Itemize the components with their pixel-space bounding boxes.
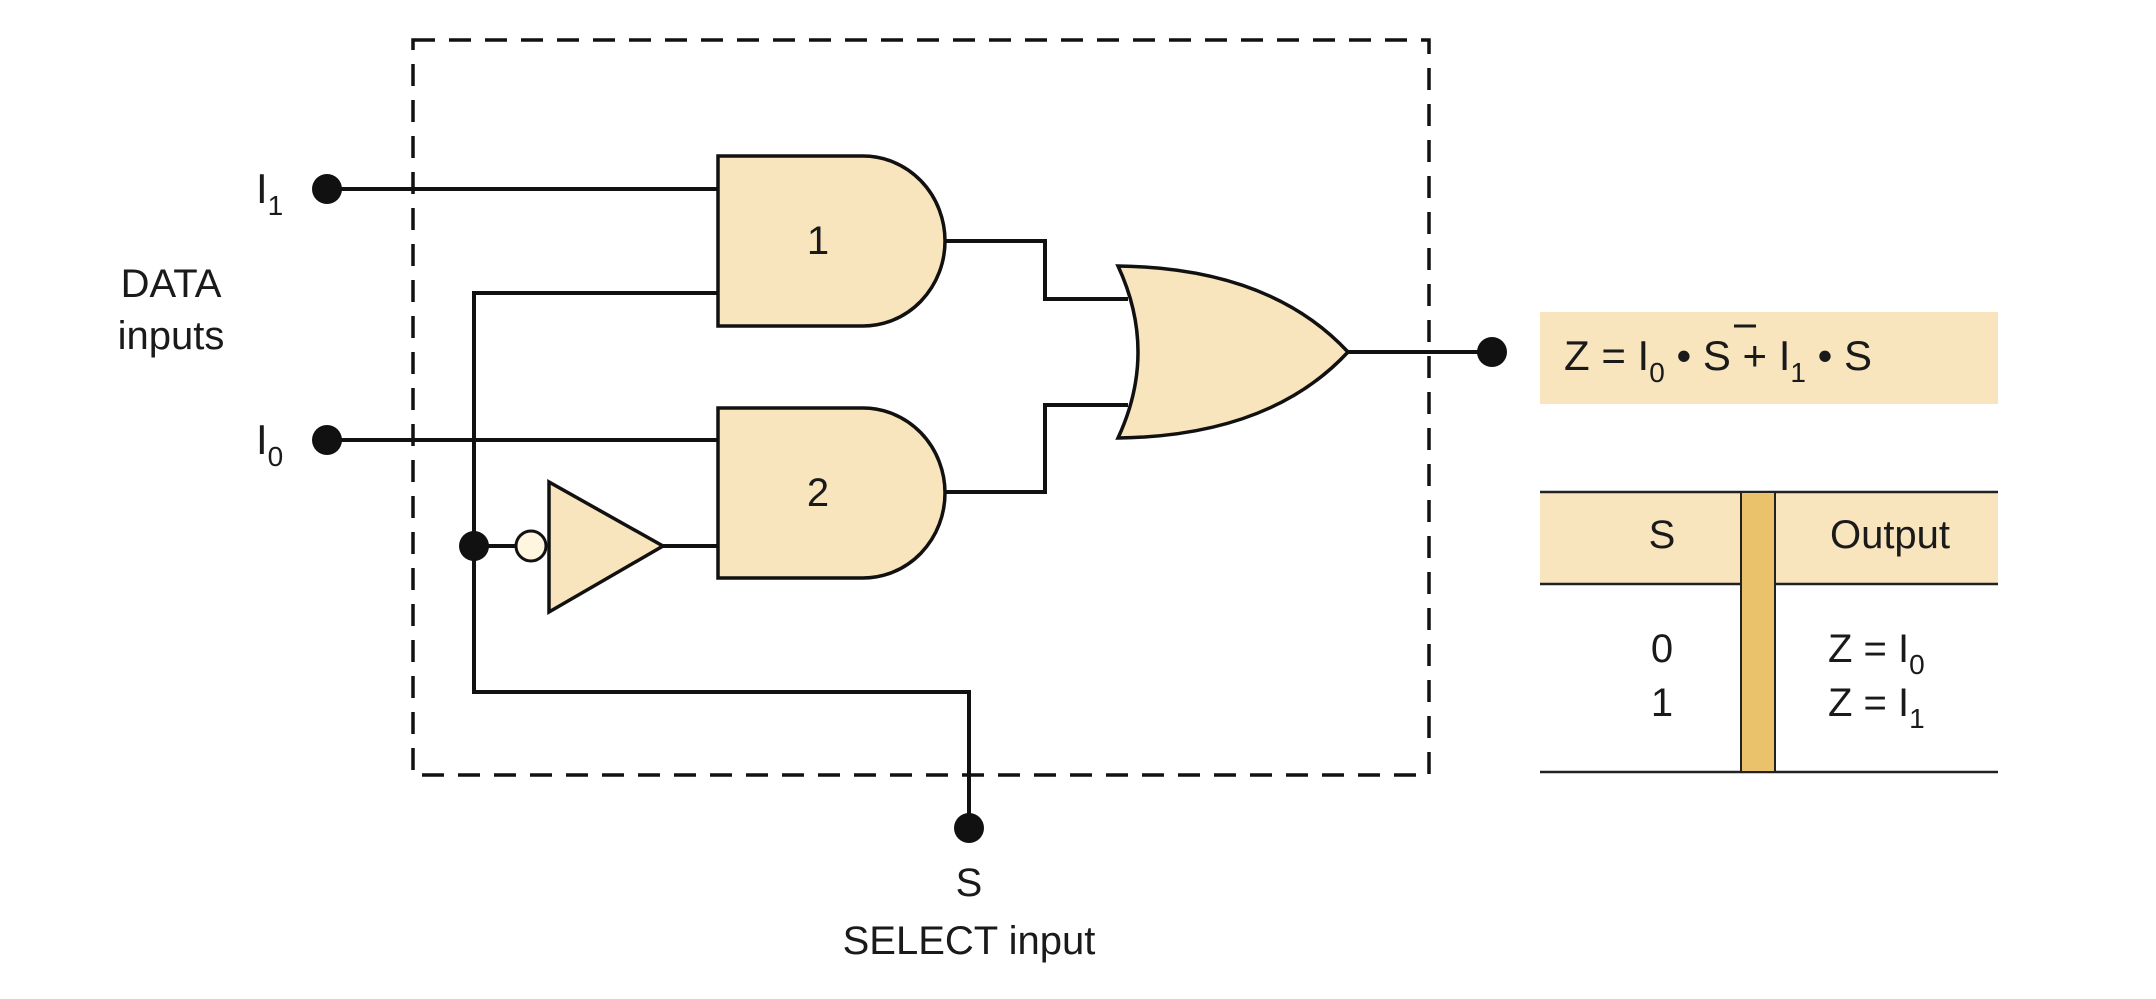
terminal-output (1477, 337, 1507, 367)
wire-and2-out (945, 403, 1128, 494)
terminal-i1 (312, 174, 342, 204)
inverter-bubble (514, 529, 548, 563)
truth-table-divider (1740, 491, 1776, 773)
truth-table-header-output: Output (1830, 513, 1950, 557)
mux-boundary-box (411, 38, 1431, 777)
truth-table-row-0-s: 0 (1651, 627, 1673, 671)
label-i1: I1 (256, 165, 283, 221)
and-gate-1-label: 1 (807, 219, 829, 263)
label-data-inputs-line2: inputs (118, 314, 225, 358)
label-i1-subscript: 1 (268, 190, 284, 221)
equation-text: Z = I0 • S + I1 • S (1564, 332, 1872, 388)
wire-and1-out (945, 239, 1128, 301)
or-gate (1115, 264, 1351, 440)
equation-panel: Z = I0 • S + I1 • S (1540, 312, 1998, 404)
truth-table-header-s: S (1649, 513, 1676, 557)
truth-table-row-1-s: 1 (1651, 681, 1673, 725)
terminal-i0 (312, 425, 342, 455)
and-gate-1: 1 (716, 154, 947, 328)
truth-table-row-0-output: Z = I0 (1828, 627, 1925, 680)
truth-table: S Output 0 1 Z = I0 Z = I1 (1540, 490, 1998, 774)
and-gate-2-label: 2 (807, 471, 829, 515)
wire-select-trunk (472, 291, 971, 828)
label-data-inputs-line1: DATA (121, 262, 222, 306)
label-i0: I0 (256, 416, 283, 472)
equation-s-bar: S (1703, 332, 1731, 379)
terminal-select (954, 813, 984, 843)
junction-select (459, 531, 489, 561)
wires (327, 187, 1492, 828)
truth-table-row-1-output: Z = I1 (1828, 681, 1925, 734)
label-select-input: SELECT input (843, 919, 1096, 963)
label-i0-subscript: 0 (268, 441, 284, 472)
and-gate-2: 2 (716, 406, 947, 580)
label-select-s: S (956, 861, 983, 905)
inverter-gate (514, 479, 667, 616)
